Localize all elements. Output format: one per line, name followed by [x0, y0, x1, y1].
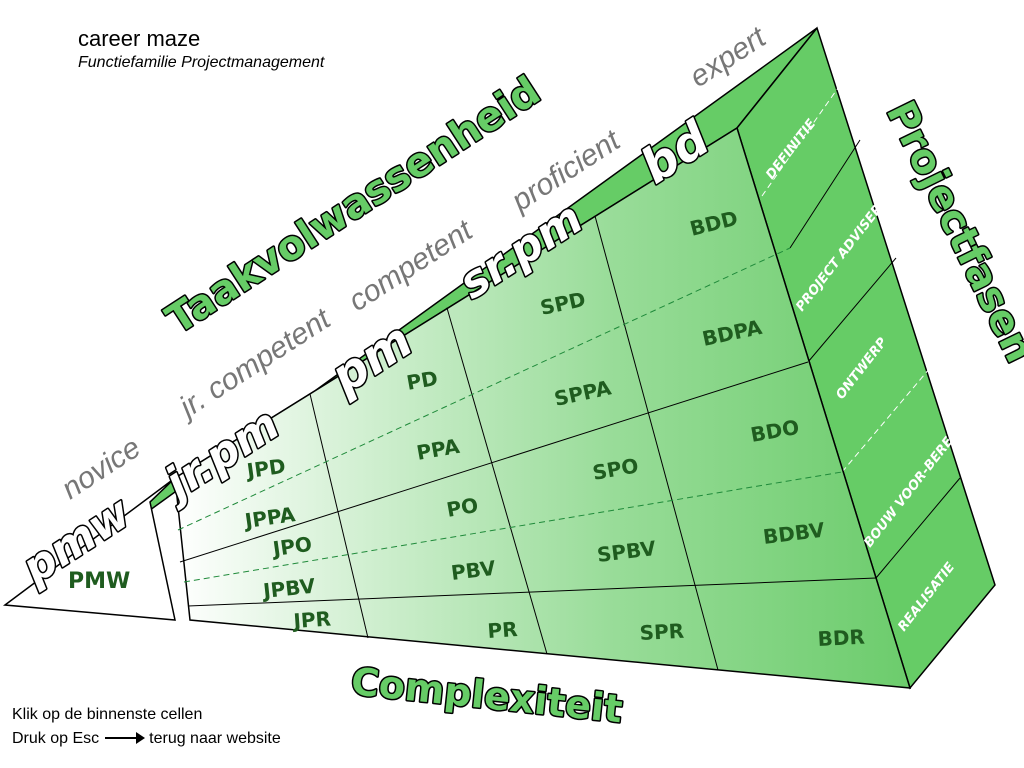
page-title: career maze [78, 26, 201, 51]
phase-dividers-2 [807, 257, 897, 363]
cell-pmw[interactable]: PMW [68, 569, 130, 594]
front-face-grid [179, 215, 877, 671]
instruction-esc-prefix: Druk op Esc [12, 730, 100, 747]
page-subtitle: Functiefamilie Projectmanagement [78, 54, 325, 71]
front-face [174, 126, 912, 689]
cell-pbv[interactable]: PBV [450, 556, 498, 585]
phase-subdividers [761, 87, 839, 197]
pmw-front-pane [2, 477, 176, 621]
axis-label-complexiteit: Complexiteit [349, 659, 624, 731]
cell-po[interactable]: PO [445, 493, 480, 522]
arrow-right-icon [105, 731, 146, 744]
cell-spr[interactable]: SPR [639, 619, 685, 645]
cell-jpd[interactable]: JPD [243, 454, 287, 483]
cell-jpo[interactable]: JPO [269, 532, 313, 561]
front-face-subgrid [177, 247, 843, 583]
phase-dividers [789, 139, 961, 579]
cell-pr[interactable]: PR [487, 617, 519, 643]
cell-bdr[interactable]: BDR [817, 625, 865, 651]
instruction-esc: Druk op Esc terug naar website [12, 730, 281, 748]
cell-jpr[interactable]: JPR [291, 606, 332, 633]
instruction-click-cells: Klik op de binnenste cellen [12, 706, 203, 723]
phase-subdividers-2 [841, 367, 931, 473]
cell-jpbv[interactable]: JPBV [260, 574, 317, 604]
instruction-esc-suffix: terug naar website [149, 730, 281, 747]
cell-pd[interactable]: PD [405, 366, 440, 395]
